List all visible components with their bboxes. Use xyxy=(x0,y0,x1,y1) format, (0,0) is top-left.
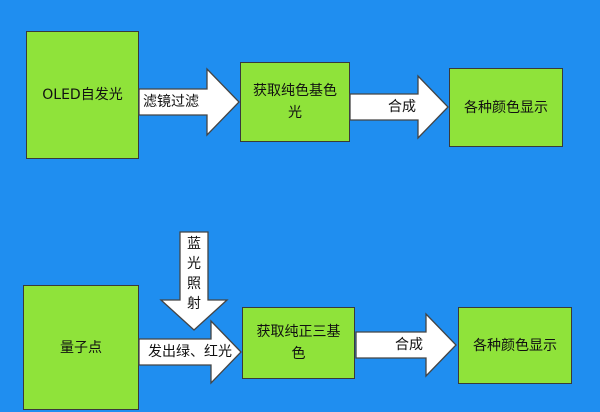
blue-light-char-1: 蓝 xyxy=(187,236,201,252)
quantum-dot-label: 量子点 xyxy=(60,339,102,356)
combine-arrow-top-label: 合成 xyxy=(388,99,416,115)
emit-arrow-label: 发出绿、红光 xyxy=(148,344,232,360)
combine-arrow-bottom xyxy=(355,312,457,378)
filter-arrow xyxy=(138,67,240,137)
oled-source-label: OLED自发光 xyxy=(42,87,123,103)
oled-source-box: OLED自发光 xyxy=(26,31,139,159)
filter-arrow-label: 滤镜过滤 xyxy=(143,94,199,110)
blue-light-char-2: 光 xyxy=(187,256,201,272)
color-display-box-bottom: 各种颜色显示 xyxy=(458,307,572,384)
combine-arrow-top xyxy=(349,74,449,140)
pure-tricolor-box: 获取纯正三基色 xyxy=(242,307,355,379)
color-display-label-top: 各种颜色显示 xyxy=(464,99,548,116)
pure-primary-light-label: 获取纯色基色光 xyxy=(253,83,337,121)
blue-light-arrow xyxy=(159,231,229,331)
quantum-dot-box: 量子点 xyxy=(23,285,139,410)
color-display-label-bottom: 各种颜色显示 xyxy=(473,337,557,354)
pure-primary-light-box: 获取纯色基色光 xyxy=(240,62,350,142)
combine-arrow-bottom-label: 合成 xyxy=(395,337,423,353)
blue-light-arrow-label: 蓝 光 照 射 xyxy=(184,234,204,314)
color-display-box-top: 各种颜色显示 xyxy=(449,68,563,147)
pure-tricolor-label: 获取纯正三基色 xyxy=(256,324,341,362)
emit-arrow xyxy=(138,319,242,385)
blue-light-char-3: 照 xyxy=(187,276,201,292)
blue-light-char-4: 射 xyxy=(187,296,201,312)
